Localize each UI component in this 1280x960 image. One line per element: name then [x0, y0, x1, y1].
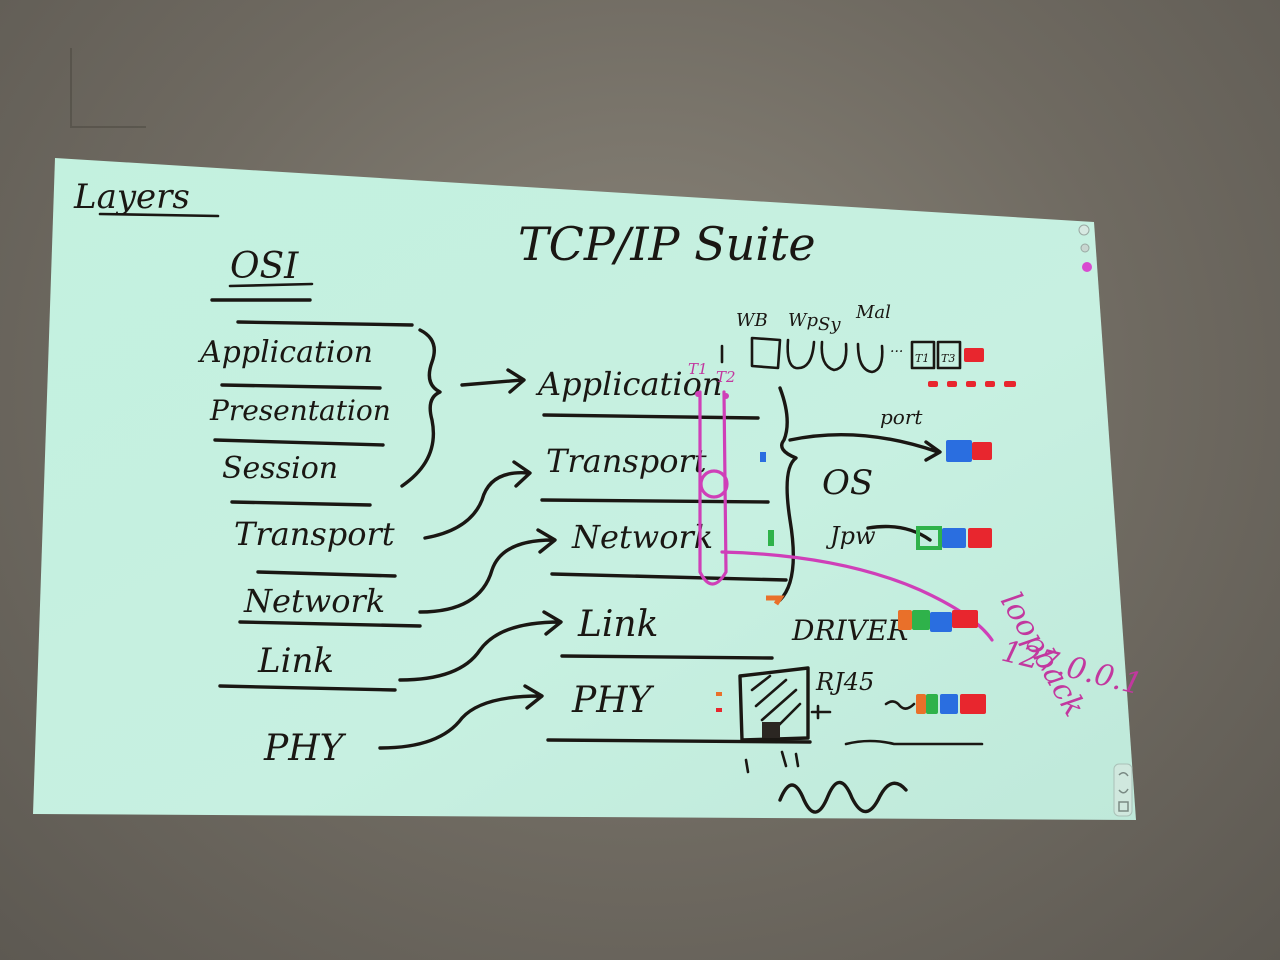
green-tick-mark [768, 530, 774, 546]
port-packet [946, 440, 992, 462]
color-swatch-icon[interactable] [1082, 262, 1092, 272]
osi-layer-phy: PHY [263, 728, 347, 769]
osi-divider-lines [210, 298, 422, 692]
os-label: OS [822, 463, 873, 503]
corner-title-underline [98, 212, 220, 218]
pen-icon[interactable] [1078, 224, 1090, 236]
nic-label: RJ45 [815, 668, 874, 696]
small-box-t1: T1 [915, 352, 929, 365]
undo-icon[interactable] [1118, 772, 1129, 777]
tcpip-layer-link: Link [577, 604, 658, 645]
wall-outlet-frame [70, 48, 146, 128]
tcpip-layer-phy: PHY [571, 680, 655, 721]
osi-layer-application: Application [197, 335, 373, 370]
eraser-icon[interactable] [1080, 243, 1090, 253]
port-label: port [880, 405, 923, 429]
osi-layer-link: Link [257, 641, 334, 681]
red-dots-row [928, 381, 1016, 387]
link-frame-packet [898, 610, 978, 632]
app-label-wp: Wp [788, 310, 819, 331]
tcpip-divider-lines [540, 413, 812, 744]
signal-wave [778, 780, 908, 814]
osi-heading: OSI [230, 246, 299, 287]
toolbar-bottom-panel [1113, 763, 1133, 817]
small-box-t3: T3 [941, 352, 955, 365]
redo-icon[interactable] [1118, 788, 1129, 794]
nic-card [738, 666, 810, 742]
phy-packet [884, 694, 986, 714]
tcpip-layer-transport: Transport [546, 442, 707, 480]
app-label-sy: Sy [818, 314, 841, 335]
toolbar-top [1078, 224, 1092, 272]
orange-tick-mark [766, 595, 785, 606]
driver-label: DRIVER [791, 614, 908, 647]
ip-packet [916, 526, 992, 550]
toolbar-bottom [1113, 763, 1133, 817]
osi-layer-transport: Transport [234, 515, 395, 553]
tcpip-layer-network: Network [571, 518, 713, 556]
main-title: TCP/IP Suite [518, 217, 816, 271]
layer-mapping-arrows [378, 368, 563, 750]
ip-label: Jpw [825, 522, 876, 550]
corner-title: Layers [73, 177, 190, 217]
ip-arrow [866, 524, 932, 542]
phy-tick-bottom [716, 708, 722, 712]
trash-icon[interactable] [1118, 801, 1129, 812]
signal-ticks [744, 750, 800, 774]
osi-layer-presentation: Presentation [209, 394, 391, 427]
small-thread-boxes [910, 340, 984, 370]
port-arrow [788, 432, 942, 462]
thread-label-t2: T2 [716, 368, 736, 386]
osi-upper-brace [400, 328, 442, 488]
app-label-wb: WB [736, 310, 768, 331]
app-label-more: ... [890, 340, 903, 356]
osi-layer-session: Session [222, 451, 338, 486]
thread-label-t1: T1 [688, 360, 708, 378]
osi-underline [228, 282, 314, 288]
phy-tick-top [716, 692, 722, 696]
app-boxes [750, 336, 884, 374]
os-brace [778, 386, 798, 602]
nic-port [810, 704, 832, 720]
tcpip-layer-application: Application [535, 365, 723, 403]
cable-line [844, 739, 984, 746]
osi-layer-network: Network [243, 582, 385, 620]
app-label-mal: Mal [855, 302, 891, 323]
blue-tick-mark [760, 452, 766, 462]
